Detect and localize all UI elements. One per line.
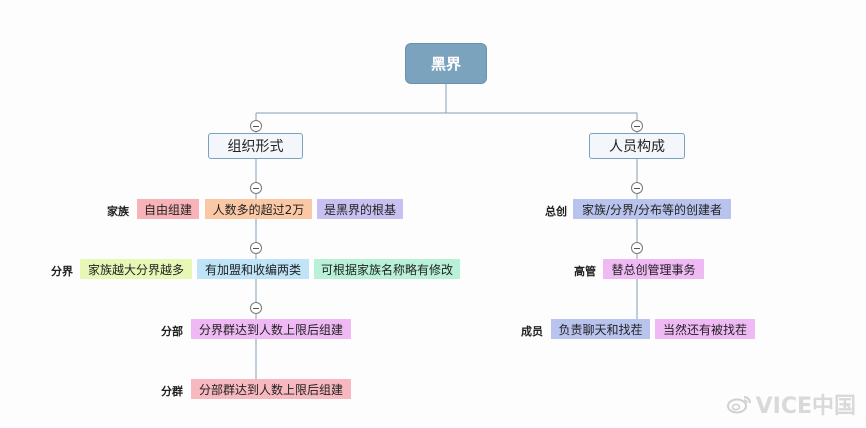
collapse-toggle-icon[interactable]: [631, 120, 643, 132]
tag-text: 自由组建: [143, 202, 192, 217]
branch-organization-label: 组织形式: [227, 139, 284, 155]
tag-node[interactable]: 是黑界的根基: [317, 199, 403, 219]
tag-text: 负责聊天和找茬: [558, 322, 643, 337]
branch-organization[interactable]: 组织形式: [208, 133, 303, 159]
row-label-sub-realm: 分界: [51, 265, 73, 278]
row-label-founder: 总创: [545, 205, 567, 218]
tag-node[interactable]: 当然还有被找茬: [655, 319, 755, 339]
collapse-toggle-icon[interactable]: [631, 182, 643, 194]
collapse-toggle-icon[interactable]: [250, 302, 262, 314]
row-label-branch: 分部: [161, 325, 183, 338]
branch-members[interactable]: 人员构成: [589, 133, 685, 159]
collapse-toggle-icon[interactable]: [250, 120, 262, 132]
tag-node[interactable]: 替总创管理事务: [603, 259, 704, 279]
weibo-icon: [726, 396, 751, 414]
tag-text: 可根据家族名称略有修改: [320, 262, 453, 277]
tag-text: 分界群达到人数上限后组建: [198, 322, 343, 337]
watermark: VICE中国: [726, 388, 856, 420]
tag-node[interactable]: 分部群达到人数上限后组建: [191, 379, 351, 399]
watermark-text: VICE中国: [755, 394, 856, 419]
tag-text: 有加盟和收编两类: [204, 262, 301, 277]
row-label-member: 成员: [521, 325, 543, 338]
root-label: 黑界: [430, 55, 461, 73]
tag-node[interactable]: 有加盟和收编两类: [197, 259, 309, 279]
row-label-executive: 高管: [574, 265, 596, 278]
tag-node[interactable]: 自由组建: [137, 199, 199, 219]
row-label-family: 家族: [107, 205, 129, 218]
tag-node[interactable]: 分界群达到人数上限后组建: [191, 319, 351, 339]
branch-members-label: 人员构成: [609, 139, 665, 155]
row-label-sub-group: 分群: [161, 385, 183, 398]
tag-node[interactable]: 人数多的超过2万: [205, 199, 312, 219]
tag-text: 家族/分界/分布等的创建者: [581, 202, 723, 217]
collapse-toggle-icon[interactable]: [631, 242, 643, 254]
collapse-toggle-icon[interactable]: [250, 182, 262, 194]
tag-text: 分部群达到人数上限后组建: [198, 382, 343, 397]
tag-node[interactable]: 可根据家族名称略有修改: [314, 259, 460, 279]
tag-node[interactable]: 负责聊天和找茬: [551, 319, 650, 339]
tag-text: 是黑界的根基: [323, 202, 396, 217]
tag-text: 当然还有被找茬: [662, 322, 747, 337]
collapse-toggle-icon[interactable]: [250, 242, 262, 254]
tag-text: 人数多的超过2万: [212, 202, 305, 217]
tag-text: 家族越大分界越多: [87, 262, 184, 277]
tag-node[interactable]: 家族越大分界越多: [80, 259, 192, 279]
root-node[interactable]: 黑界: [405, 43, 487, 84]
tag-node[interactable]: 家族/分界/分布等的创建者: [573, 199, 731, 219]
tag-text: 替总创管理事务: [611, 262, 696, 277]
